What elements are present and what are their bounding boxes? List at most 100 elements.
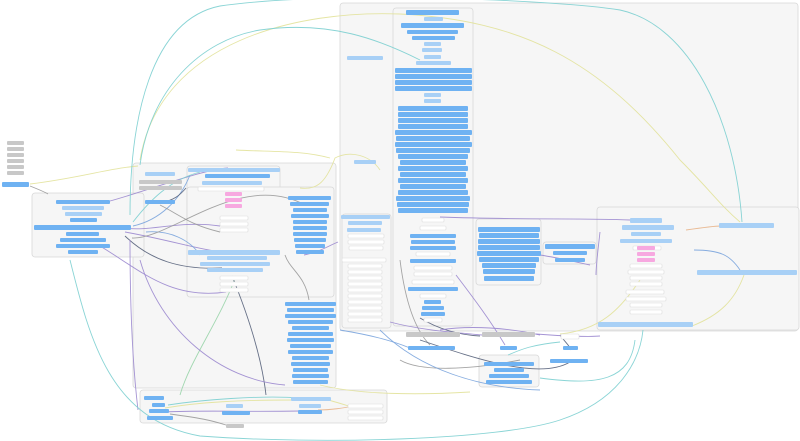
node-151 <box>627 269 665 275</box>
node-58 <box>291 362 330 366</box>
node-41 <box>291 214 329 218</box>
edge-41 <box>693 249 741 271</box>
node-94 <box>424 93 441 97</box>
node-23 <box>202 181 262 185</box>
node-136 <box>482 263 536 268</box>
node-129 <box>423 317 443 323</box>
node-133 <box>478 245 540 250</box>
edge-8 <box>132 174 191 227</box>
node-126 <box>424 300 441 304</box>
node-143 <box>622 225 674 230</box>
node-132 <box>478 239 540 244</box>
node-30 <box>219 227 249 233</box>
node-92 <box>395 80 472 85</box>
edge-22 <box>284 254 310 301</box>
edge-40 <box>595 231 601 276</box>
node-72 <box>347 269 383 275</box>
node-75 <box>347 287 383 293</box>
node-38 <box>288 196 331 200</box>
node-36 <box>219 281 249 287</box>
node-32 <box>207 256 267 260</box>
node-52 <box>292 326 329 330</box>
node-74 <box>347 281 383 287</box>
node-53 <box>288 332 333 336</box>
node-103 <box>396 148 470 153</box>
node-2 <box>7 147 24 151</box>
node-27 <box>225 204 242 208</box>
node-46 <box>295 244 325 248</box>
node-154 <box>625 289 665 295</box>
node-18 <box>139 180 182 184</box>
node-123 <box>411 279 455 285</box>
node-165 <box>500 346 517 350</box>
node-121 <box>413 265 453 271</box>
node-20 <box>145 200 175 204</box>
node-171 <box>550 359 588 363</box>
node-172 <box>144 396 164 400</box>
node-55 <box>290 344 331 348</box>
node-113 <box>398 208 468 213</box>
node-21 <box>188 168 280 172</box>
node-76 <box>347 293 383 299</box>
node-182 <box>347 403 384 409</box>
node-125 <box>419 293 447 299</box>
node-60 <box>292 374 329 378</box>
node-102 <box>395 142 472 147</box>
node-128 <box>421 312 445 316</box>
node-173 <box>152 403 165 407</box>
node-134 <box>477 251 541 256</box>
edge-19 <box>299 153 381 189</box>
node-181 <box>298 410 322 414</box>
node-167 <box>484 362 534 366</box>
node-111 <box>396 196 470 201</box>
node-106 <box>398 166 468 171</box>
node-88 <box>424 55 441 59</box>
node-66 <box>347 228 381 232</box>
node-130 <box>478 227 540 232</box>
node-105 <box>400 160 466 165</box>
edge-21 <box>303 241 339 256</box>
node-86 <box>424 42 441 46</box>
node-153 <box>629 281 663 287</box>
node-67 <box>347 233 385 239</box>
node-22 <box>205 174 270 178</box>
node-90 <box>395 68 472 73</box>
node-81 <box>406 10 459 15</box>
node-83 <box>401 23 464 28</box>
node-168 <box>494 368 524 372</box>
node-89 <box>416 61 451 65</box>
node-169 <box>489 374 529 378</box>
node-25 <box>225 192 242 196</box>
node-164 <box>408 346 455 350</box>
node-174 <box>149 409 169 413</box>
edge-1 <box>29 165 139 185</box>
node-162 <box>482 332 535 337</box>
node-61 <box>293 380 328 384</box>
edge-14 <box>139 13 741 223</box>
node-3 <box>7 153 24 157</box>
node-34 <box>207 268 263 272</box>
node-45 <box>294 238 326 242</box>
node-19 <box>139 186 182 190</box>
node-8 <box>56 200 110 204</box>
edge-44 <box>559 279 641 335</box>
node-31 <box>188 250 280 255</box>
node-51 <box>288 320 333 324</box>
node-42 <box>293 220 327 224</box>
node-85 <box>412 36 455 40</box>
node-148 <box>637 252 655 256</box>
edge-20 <box>235 149 331 159</box>
node-141 <box>555 258 585 262</box>
node-135 <box>479 257 539 262</box>
node-178 <box>226 424 244 428</box>
edge-15 <box>139 26 421 166</box>
node-59 <box>293 368 328 372</box>
edge-7 <box>99 245 227 294</box>
node-163 <box>560 333 580 340</box>
node-180 <box>299 404 321 408</box>
node-175 <box>147 416 173 420</box>
node-120 <box>410 259 456 263</box>
node-77 <box>347 299 383 305</box>
node-127 <box>422 306 444 310</box>
edge-32 <box>439 216 631 221</box>
